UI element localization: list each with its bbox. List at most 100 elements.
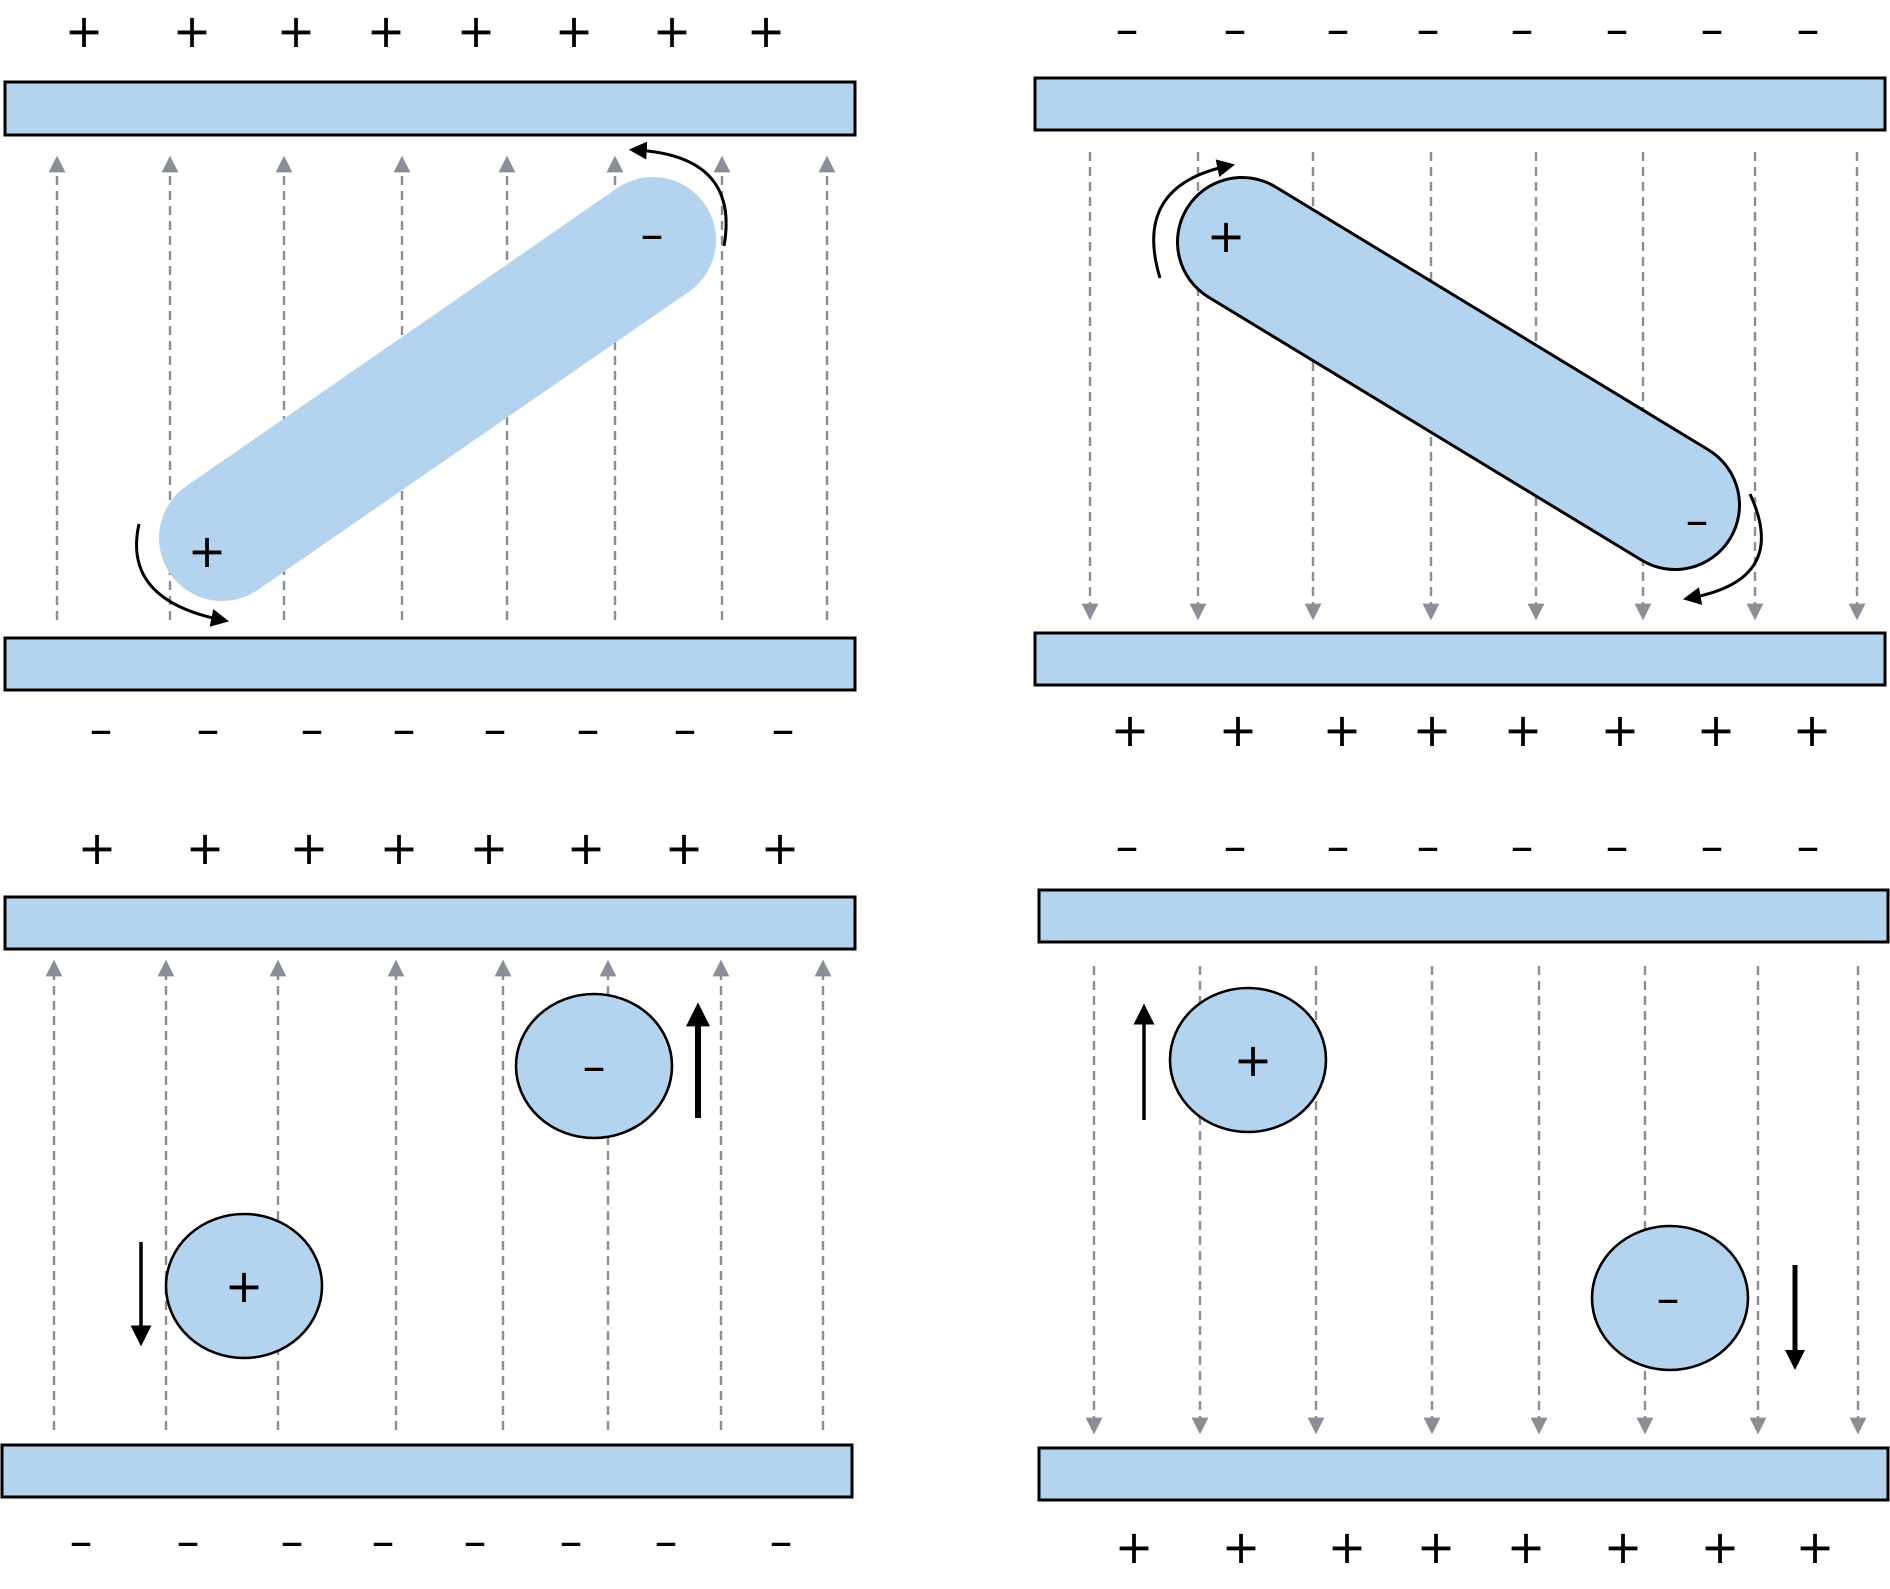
sphere-particle (1168, 986, 1328, 1134)
top-plate-signs: – – – – – – – – (1116, 819, 1820, 873)
plate-sign: – (1797, 819, 1820, 873)
plate-sign: – (301, 702, 324, 756)
plate-sign: – (1327, 819, 1350, 873)
plate-sign: + (761, 821, 800, 875)
plate-sign: – (1701, 819, 1724, 873)
plate-sign: + (1323, 703, 1362, 757)
top-electrode-plate (1033, 76, 1887, 132)
rod-end-charge: + (1207, 209, 1246, 263)
rod-particle-fill (159, 177, 716, 601)
plate-sign: + (1507, 1520, 1546, 1574)
plate-sign: – (197, 702, 220, 756)
panel-rod-downward-field: – – – – – – – – + – + + + (1033, 2, 1887, 757)
plate-sign: + (290, 821, 329, 875)
plate-sign: – (770, 1514, 793, 1568)
plate-sign: + (1793, 703, 1832, 757)
panel-rod-upward-field: + + + + + + + + + – – – – (3, 4, 857, 756)
plate-sign: + (457, 4, 496, 58)
plate-sign: – (560, 1514, 583, 1568)
plate-sign: + (1417, 1520, 1456, 1574)
bottom-plate-signs: + + + + + + + + (1111, 703, 1832, 757)
top-plate-signs: + + + + + + + + (65, 4, 786, 58)
sphere-charge: – (1657, 1271, 1680, 1325)
plate-sign: + (1222, 1520, 1261, 1574)
plate-sign: + (173, 4, 212, 58)
sphere-charge: – (583, 1039, 606, 1093)
plate-sign: – (674, 702, 697, 756)
rod-particle-fill (1179, 179, 1738, 568)
plate-sign: + (1219, 703, 1258, 757)
plate-sign: + (1504, 703, 1543, 757)
sphere-particle (164, 1212, 324, 1360)
plate-sign: – (1417, 819, 1440, 873)
top-plate-signs: – – – – – – – – (1116, 2, 1820, 56)
plate-sign: + (1697, 703, 1736, 757)
bottom-electrode-plate (1033, 631, 1887, 687)
bottom-plate-signs: – – – – – – – – (90, 702, 795, 756)
bottom-electrode-plate (3, 636, 857, 692)
plate-sign: + (1115, 1520, 1154, 1574)
plate-sign: + (555, 4, 594, 58)
panel-spheres-upward-field: + + + + + + + + – + – – – (0, 821, 857, 1568)
plate-sign: + (78, 821, 117, 875)
top-electrode-plate (3, 895, 857, 951)
rotation-arrow-icon (1152, 159, 1236, 279)
plate-sign: – (372, 1514, 395, 1568)
plate-sign: + (567, 821, 606, 875)
rotation-arrow-icon (628, 141, 728, 247)
plate-sign: – (177, 1514, 200, 1568)
plate-sign: – (1417, 2, 1440, 56)
top-plate-signs: + + + + + + + + (78, 821, 800, 875)
plate-sign: – (484, 702, 507, 756)
plate-sign: – (1701, 2, 1724, 56)
plate-sign: + (665, 821, 704, 875)
sphere-particle (514, 992, 674, 1140)
plate-sign: + (277, 4, 316, 58)
plate-sign: + (470, 821, 509, 875)
plate-sign: – (1224, 819, 1247, 873)
plate-sign: – (1797, 2, 1820, 56)
panel-spheres-downward-field: – – – – – – – – + – + + + (1037, 819, 1890, 1574)
plate-sign: + (1601, 703, 1640, 757)
plate-sign: + (747, 4, 786, 58)
plate-sign: + (1701, 1520, 1740, 1574)
plate-sign: + (1796, 1520, 1835, 1574)
rotation-arrow-icon (1682, 493, 1763, 605)
plate-sign: + (186, 821, 225, 875)
plate-sign: – (1606, 819, 1629, 873)
sphere-particle (1590, 1224, 1750, 1372)
plate-sign: + (1413, 703, 1452, 757)
top-electrode-plate (3, 80, 857, 137)
plate-sign: – (1224, 2, 1247, 56)
plate-sign: + (65, 4, 104, 58)
plate-sign: – (1511, 819, 1534, 873)
rod-end-charge: – (641, 207, 664, 261)
plate-sign: – (70, 1514, 93, 1568)
plate-sign: – (393, 702, 416, 756)
plate-sign: + (1111, 703, 1150, 757)
plate-sign: + (380, 821, 419, 875)
bottom-plate-signs: + + + + + + + + (1115, 1520, 1835, 1574)
plate-sign: – (655, 1514, 678, 1568)
rod-end-charge: + (188, 524, 227, 578)
plate-sign: + (1604, 1520, 1643, 1574)
plate-sign: + (653, 4, 692, 58)
plate-sign: – (90, 702, 113, 756)
top-electrode-plate (1037, 888, 1890, 944)
plate-sign: – (1116, 819, 1139, 873)
rod-end-charge: – (1686, 493, 1709, 547)
plate-sign: + (367, 4, 406, 58)
plate-sign: – (577, 702, 600, 756)
plate-sign: – (281, 1514, 304, 1568)
bottom-plate-signs: – – – – – – – – (70, 1514, 793, 1568)
plate-sign: – (1606, 2, 1629, 56)
bottom-electrode-plate (0, 1443, 854, 1499)
sphere-charge: + (1234, 1033, 1273, 1087)
plate-sign: – (464, 1514, 487, 1568)
sphere-charge: + (225, 1259, 264, 1313)
plate-sign: – (1511, 2, 1534, 56)
bottom-electrode-plate (1037, 1446, 1890, 1502)
plate-sign: – (1116, 2, 1139, 56)
rotation-arrow-icon (135, 523, 230, 627)
